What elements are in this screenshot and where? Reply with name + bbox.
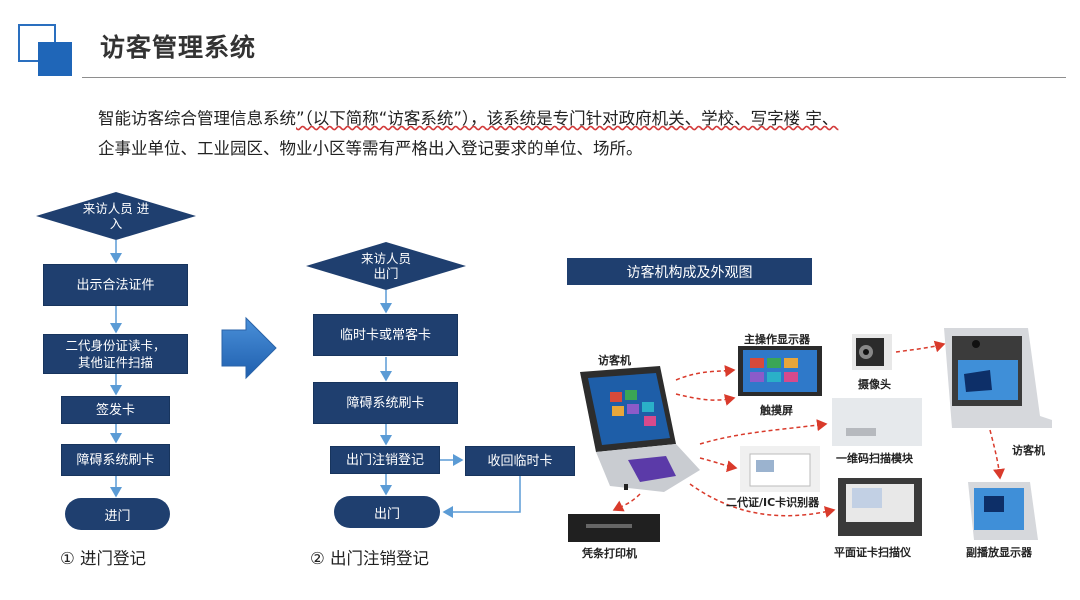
barcode-module-image bbox=[832, 398, 922, 446]
id-reader-image bbox=[740, 446, 820, 492]
exit-end-leave: 出门 bbox=[334, 496, 440, 528]
label-flat-scanner: 平面证卡扫描仪 bbox=[834, 546, 911, 559]
sub-display-image bbox=[968, 482, 1038, 540]
entry-step-read-id: 二代身份证读卡， 其他证件扫描 bbox=[43, 334, 188, 374]
flat-scanner-image bbox=[838, 478, 922, 536]
entry-step-read-id-line1: 二代身份证读卡， bbox=[65, 338, 166, 353]
label-visitor-kiosk: 访客机 bbox=[598, 354, 631, 367]
entry-start-diamond bbox=[36, 192, 196, 240]
exit-start-line1: 来访人员 bbox=[360, 251, 411, 266]
label-sub-display: 副播放显示器 bbox=[966, 546, 1032, 559]
intro-paragraph: 智能访客综合管理信息系统”（以下简称“访客系统”），该系统是专门针对政府机关、学… bbox=[98, 104, 1038, 164]
exit-start-label: 来访人员 出门 bbox=[346, 251, 426, 281]
label-receipt-printer: 凭条打印机 bbox=[582, 547, 637, 560]
right-kiosk-image bbox=[944, 328, 1052, 428]
main-display-image bbox=[738, 346, 822, 396]
exit-step-deregister: 出门注销登记 bbox=[330, 446, 440, 474]
label-touch-screen: 触摸屏 bbox=[760, 404, 793, 417]
visitor-kiosk-image bbox=[580, 366, 700, 492]
exit-side-collect-card: 收回临时卡 bbox=[465, 446, 575, 476]
title-divider bbox=[82, 77, 1066, 78]
entry-start-line2: 入 bbox=[109, 216, 123, 231]
device-panel-banner: 访客机构成及外观图 bbox=[567, 258, 812, 285]
intro-line2: 企事业单位、工业园区、物业小区等需有严格出入登记要求的单位、场所。 bbox=[98, 139, 643, 158]
label-right-kiosk: 访客机 bbox=[1012, 444, 1045, 457]
entry-step-read-id-line2: 其他证件扫描 bbox=[77, 355, 153, 370]
label-barcode-module: 一维码扫描模块 bbox=[836, 452, 913, 465]
entry-end-enter: 进门 bbox=[65, 498, 170, 530]
page-title: 访客管理系统 bbox=[100, 33, 257, 62]
label-id-reader: 二代证/IC卡识别器 bbox=[726, 496, 820, 509]
logo-filled-square bbox=[38, 42, 72, 76]
entry-step-issue-card: 签发卡 bbox=[61, 396, 170, 424]
entry-step-show-id: 出示合法证件 bbox=[43, 264, 188, 306]
camera-image bbox=[852, 334, 892, 370]
big-right-arrow bbox=[221, 316, 277, 380]
exit-step-swipe: 障碍系统刷卡 bbox=[313, 382, 458, 424]
intro-part1: 智能访客综合管理信息系统 bbox=[98, 109, 296, 128]
device-dashed-links bbox=[612, 340, 1005, 518]
entry-step-swipe: 障碍系统刷卡 bbox=[61, 444, 170, 476]
entry-flow-caption: ① 进门登记 bbox=[60, 549, 147, 568]
exit-step-card: 临时卡或常客卡 bbox=[313, 314, 458, 356]
intro-part2: ”（以下简称“访客系统”），该系统是专门针对政府机关、学校、写字楼 宇、 bbox=[296, 109, 839, 128]
exit-start-line2: 出门 bbox=[373, 266, 399, 281]
exit-flow-caption: ② 出门注销登记 bbox=[310, 549, 430, 568]
receipt-printer-image bbox=[568, 514, 660, 542]
entry-start-label: 来访人员 进 入 bbox=[76, 201, 156, 231]
label-main-display: 主操作显示器 bbox=[744, 333, 810, 346]
exit-start-diamond bbox=[306, 242, 466, 290]
entry-start-line1: 来访人员 进 bbox=[82, 201, 150, 216]
label-camera: 摄像头 bbox=[858, 378, 891, 391]
